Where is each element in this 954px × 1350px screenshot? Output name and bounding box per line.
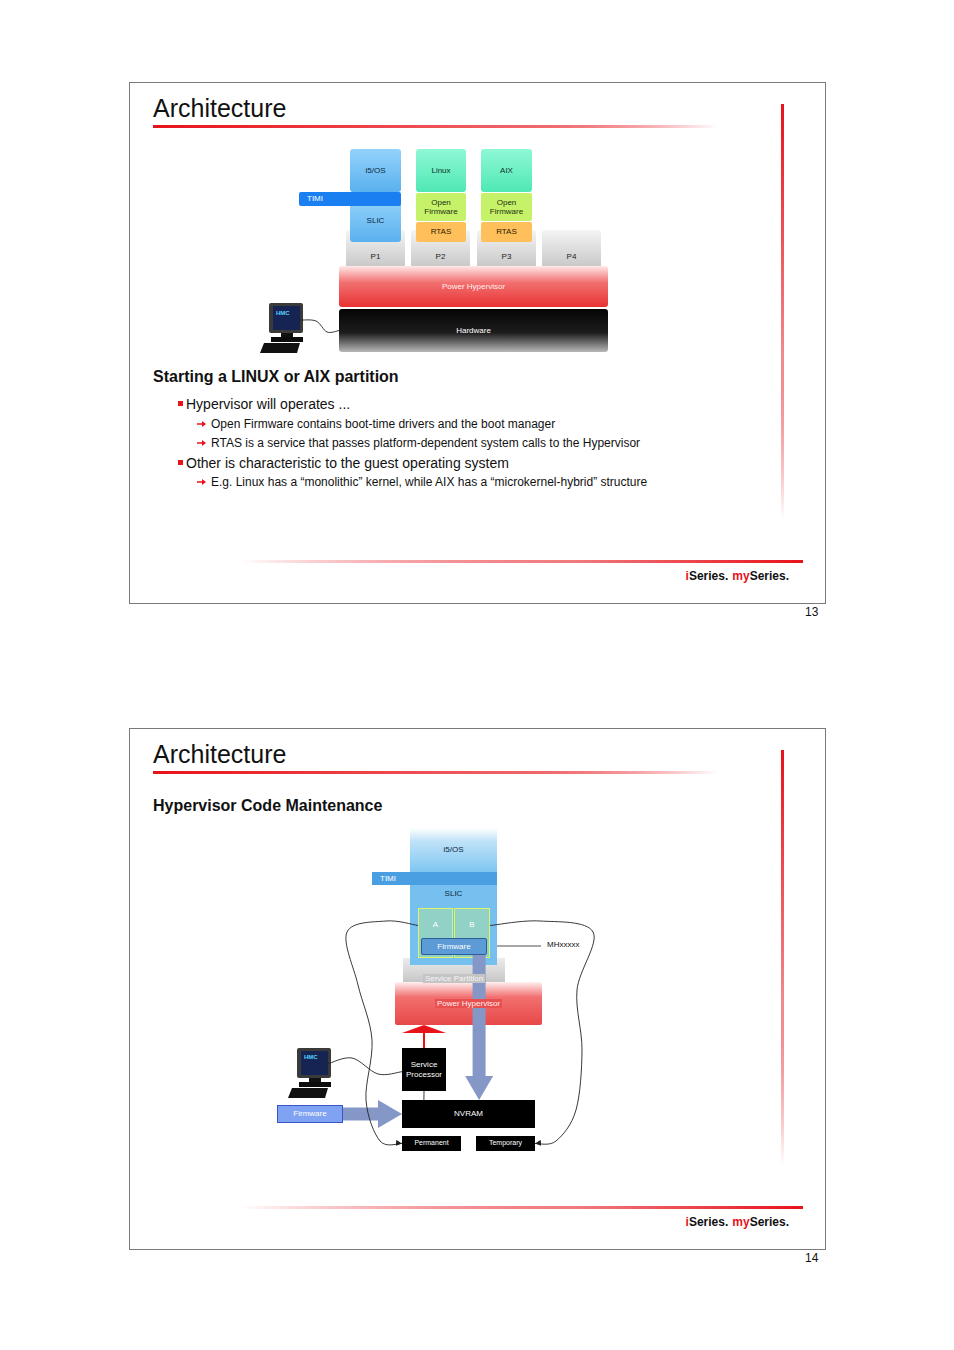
footer-brand: iSeries.mySeries.: [686, 1215, 789, 1229]
footer-rule: [240, 560, 803, 563]
brand-word: i: [686, 1215, 689, 1229]
brand-word: i: [686, 569, 689, 583]
firmware-level-label: MHxxxxx: [546, 940, 580, 949]
box-text: Open Firmware: [481, 198, 532, 216]
connector-line: [423, 1091, 424, 1100]
box-text: Permanent: [414, 1139, 448, 1147]
bullet: [178, 401, 183, 406]
hypervisor-band: Power Hypervisor: [395, 982, 542, 1025]
box-text: Temporary: [489, 1139, 522, 1147]
bullet: [178, 460, 183, 465]
title-rule: [153, 125, 718, 128]
bullet-text: Other is characteristic to the guest ope…: [186, 455, 509, 471]
slide-title: Architecture: [153, 94, 286, 123]
rtas-box: RTAS: [416, 222, 466, 242]
box-text: SLIC: [367, 216, 385, 225]
brand-word: Series.: [750, 1215, 789, 1229]
section-heading: Starting a LINUX or AIX partition: [153, 368, 399, 386]
firmware-box: Open Firmware: [481, 193, 532, 221]
os-box: AIX: [481, 149, 532, 192]
title-rule: [153, 771, 718, 774]
box-text: Open Firmware: [416, 198, 466, 216]
box-text: Power Hypervisor: [442, 282, 505, 291]
box-text: RTAS: [496, 227, 517, 236]
side-bar: [781, 750, 784, 1165]
box-text: RTAS: [431, 227, 452, 236]
os-box: i5/OS: [410, 828, 497, 872]
box-text: AIX: [500, 166, 513, 175]
curved-connector: [346, 921, 418, 1145]
sub-bullet-text: RTAS is a service that passes platform-d…: [211, 436, 640, 450]
box-text: A: [433, 920, 438, 929]
storage-box: Temporary: [476, 1136, 535, 1151]
slide-frame: [130, 729, 826, 1250]
box-text: P4: [567, 252, 577, 261]
box-text: NVRAM: [454, 1109, 483, 1118]
interface-band: TIMI: [299, 192, 401, 206]
bullet-text: Hypervisor will operates ...: [186, 396, 350, 412]
box-text: B: [469, 920, 474, 929]
slide-title: Architecture: [153, 740, 286, 769]
transfer-arrow: [473, 955, 486, 1076]
slic-box: SLIC A B Firmware: [410, 880, 497, 965]
box-text: SLIC: [445, 889, 463, 898]
sub-bullets: [197, 421, 206, 485]
hmc-computer: [288, 1048, 331, 1098]
box-text: TIMI: [380, 874, 396, 883]
slide-number: 14: [805, 1251, 818, 1265]
box-text: TIMI: [307, 194, 323, 203]
storage-box: Permanent: [402, 1136, 461, 1151]
sub-bullet-text: E.g. Linux has a “monolithic” kernel, wh…: [211, 475, 647, 489]
box-text: i5/OS: [443, 845, 463, 854]
service-processor-box: Service Processor: [402, 1048, 446, 1091]
box-text: Service Partition: [423, 974, 485, 983]
curved-connector: [327, 1058, 402, 1075]
connector-line: [423, 1033, 425, 1048]
firmware-box: Open Firmware: [416, 193, 466, 221]
brand-word: my: [732, 569, 749, 583]
curved-connector: [299, 320, 339, 333]
section-heading: Hypervisor Code Maintenance: [153, 797, 382, 815]
box-text: i5/OS: [365, 166, 385, 175]
hmc-computer: [260, 303, 303, 353]
box-text: HMC: [304, 1054, 318, 1061]
curved-connector: [490, 921, 594, 1144]
box-text: Firmware: [435, 942, 472, 951]
box-text: Firmware: [293, 1109, 326, 1118]
box-text: P3: [502, 252, 512, 261]
box-text: Hardware: [456, 326, 491, 335]
firmware-box: Firmware: [277, 1105, 343, 1123]
side-bar: [781, 104, 784, 519]
brand-word: Series.: [689, 1215, 728, 1229]
slide-frame: [130, 83, 826, 604]
transfer-arrow: [343, 1108, 378, 1121]
footer-brand: iSeries.mySeries.: [686, 569, 789, 583]
os-box: i5/OS: [350, 149, 401, 192]
sub-bullet-text: Open Firmware contains boot-time drivers…: [211, 417, 555, 431]
box-text: P1: [371, 252, 381, 261]
box-text: P2: [436, 252, 446, 261]
box-text: HMC: [276, 310, 290, 317]
hmc-screen: HMC: [274, 307, 299, 329]
brand-word: Series.: [750, 569, 789, 583]
firmware-box: Firmware: [421, 938, 487, 955]
slide-number: 13: [805, 605, 818, 619]
footer-rule: [240, 1206, 803, 1209]
box-text: Linux: [431, 166, 450, 175]
os-box: Linux: [416, 149, 466, 192]
box-text: Service Processor: [402, 1060, 446, 1078]
nvram-box: NVRAM: [402, 1100, 535, 1128]
hardware-band: Hardware: [339, 309, 608, 352]
box-text: Power Hypervisor: [435, 999, 502, 1008]
hypervisor-band: Power Hypervisor: [339, 266, 608, 307]
rtas-box: RTAS: [481, 222, 532, 242]
brand-word: my: [732, 1215, 749, 1229]
brand-word: Series.: [689, 569, 728, 583]
hmc-screen: HMC: [302, 1051, 327, 1073]
interface-band: TIMI: [372, 872, 497, 885]
